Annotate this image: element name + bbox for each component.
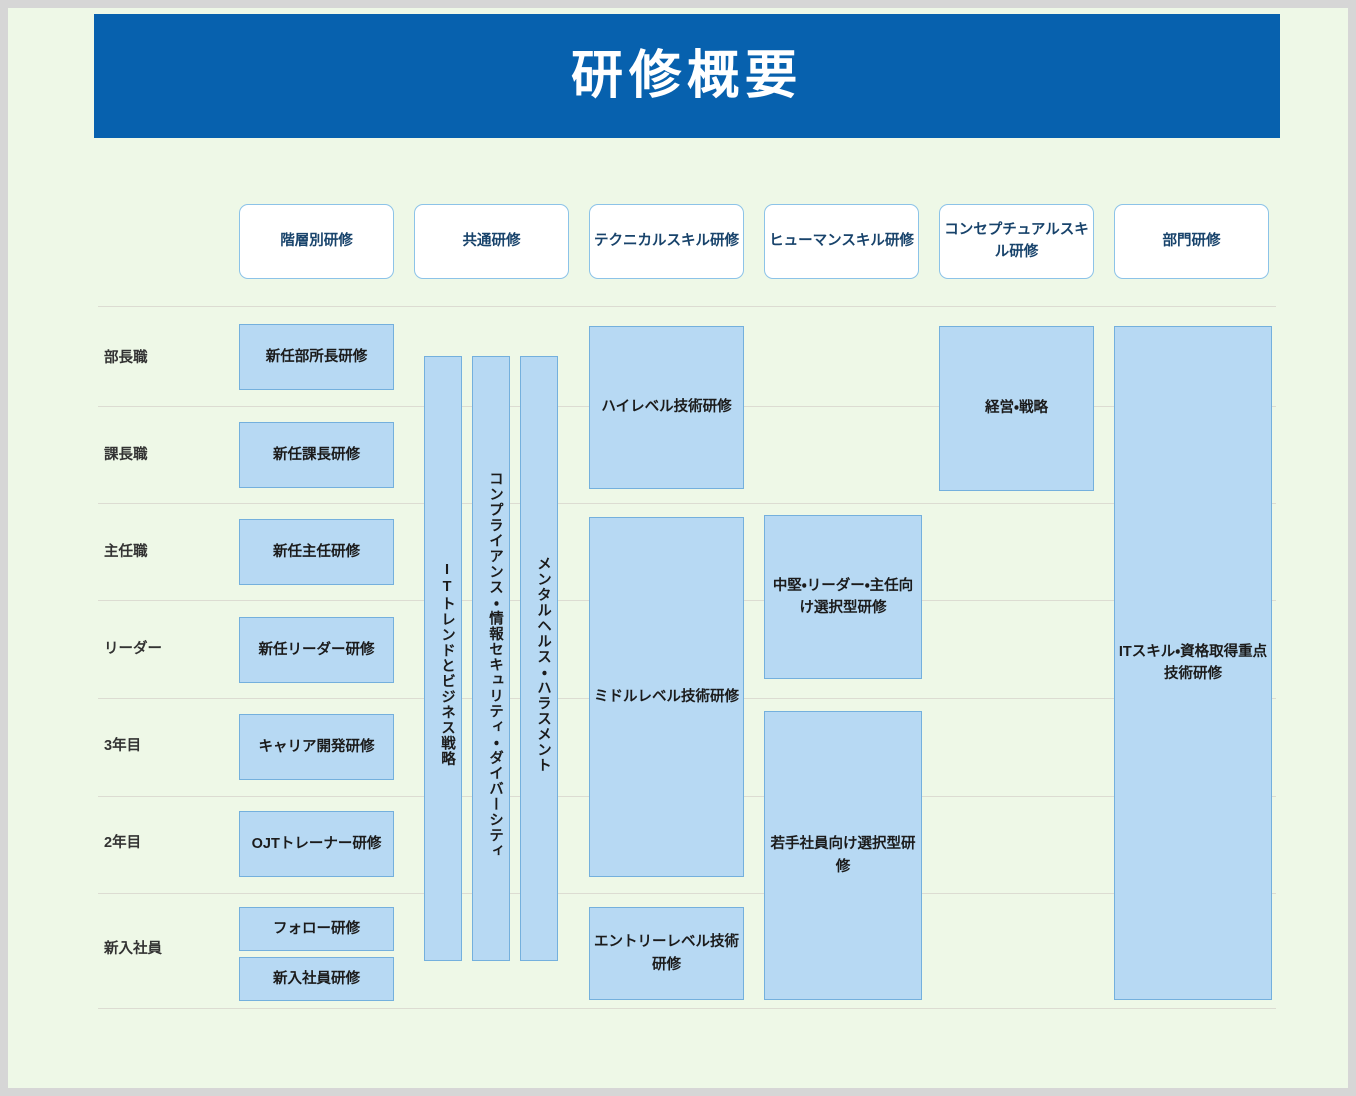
training-box-label: ITスキル・資格取得重点技術研修 (1118, 643, 1268, 682)
training-box-label: 新任主任研修 (273, 543, 360, 560)
training-box-label: 新任部所長研修 (265, 348, 368, 365)
training-box-label: 新入社員研修 (273, 970, 360, 987)
training-box-label: キャリア開発研修 (258, 738, 375, 755)
training-box-it-trend-business-strategy[interactable]: ITトレンドとビジネス戦略 (424, 356, 462, 961)
training-box-label: OJTトレーナー研修 (251, 835, 382, 852)
training-box-label: コンプライアンス・情報セキュリティ・ダイバーシティ (487, 470, 503, 859)
training-box-mental-health-harassment[interactable]: メンタルヘルス・ハラスメント (520, 356, 558, 961)
training-box-label: ハイレベル技術研修 (601, 399, 732, 416)
training-box-it-skill-certification[interactable]: ITスキル・資格取得重点技術研修 (1114, 326, 1272, 1000)
row-label-leader: リーダー (104, 640, 162, 657)
category-chip-label: 共通研修 (462, 232, 521, 249)
category-chip-common[interactable]: 共通研修 (414, 204, 569, 279)
row-label-bucho: 部長職 (104, 349, 148, 366)
training-box-high-level-technical[interactable]: ハイレベル技術研修 (589, 326, 744, 489)
grid-line (98, 306, 1276, 307)
training-box-ojt-trainer[interactable]: OJTトレーナー研修 (239, 811, 394, 877)
grid-line (98, 503, 1276, 504)
training-box-new-employee[interactable]: 新入社員研修 (239, 957, 394, 1001)
training-box-follow[interactable]: フォロー研修 (239, 907, 394, 951)
training-box-shinnin-busho[interactable]: 新任部所長研修 (239, 324, 394, 390)
row-label-newhire: 新入社員 (104, 940, 162, 957)
category-chip-department[interactable]: 部門研修 (1114, 204, 1269, 279)
training-box-label: ITトレンドとビジネス戦略 (439, 562, 455, 767)
category-chip-technical[interactable]: テクニカルスキル研修 (589, 204, 744, 279)
training-box-young-employee-selective[interactable]: 若手社員向け選択型研修 (764, 711, 922, 1000)
training-box-label: メンタルヘルス・ハラスメント (535, 556, 551, 773)
category-chip-label: 階層別研修 (280, 232, 353, 249)
category-chip-label: コンセプチュアルスキル研修 (944, 221, 1089, 260)
category-chip-human[interactable]: ヒューマンスキル研修 (764, 204, 919, 279)
training-box-management-strategy[interactable]: 経営・戦略 (939, 326, 1094, 491)
training-box-middle-level-technical[interactable]: ミドルレベル技術研修 (589, 517, 744, 877)
row-label-year2: 2年目 (104, 834, 142, 851)
training-box-label: 経営・戦略 (985, 400, 1048, 417)
grid-line (98, 893, 1276, 894)
training-box-label: 若手社員向け選択型研修 (770, 836, 916, 875)
category-chip-label: 部門研修 (1162, 232, 1221, 249)
training-box-label: 新任リーダー研修 (258, 641, 375, 658)
training-box-label: ミドルレベル技術研修 (594, 688, 739, 705)
row-label-year3: 3年目 (104, 737, 142, 754)
category-chip-label: テクニカルスキル研修 (594, 232, 739, 249)
grid-line (98, 1008, 1276, 1009)
training-box-shinnin-kacho[interactable]: 新任課長研修 (239, 422, 394, 488)
training-box-shinnin-leader[interactable]: 新任リーダー研修 (239, 617, 394, 683)
training-box-midcareer-leader-selective[interactable]: 中堅・リーダー・主任向け選択型研修 (764, 515, 922, 679)
row-label-kacho: 課長職 (104, 446, 148, 463)
training-box-entry-level-technical[interactable]: エントリーレベル技術研修 (589, 907, 744, 1000)
training-box-compliance-security-diversity[interactable]: コンプライアンス・情報セキュリティ・ダイバーシティ (472, 356, 510, 961)
training-box-career-development[interactable]: キャリア開発研修 (239, 714, 394, 780)
category-chip-label: ヒューマンスキル研修 (769, 232, 914, 249)
category-chip-conceptual[interactable]: コンセプチュアルスキル研修 (939, 204, 1094, 279)
training-box-shinnin-shunin[interactable]: 新任主任研修 (239, 519, 394, 585)
row-label-shunin: 主任職 (104, 543, 148, 560)
training-box-label: フォロー研修 (273, 920, 360, 937)
training-box-label: 中堅・リーダー・主任向け選択型研修 (772, 577, 914, 616)
training-box-label: エントリーレベル技術研修 (594, 934, 739, 973)
training-box-label: 新任課長研修 (273, 446, 360, 463)
category-chip-rank[interactable]: 階層別研修 (239, 204, 394, 279)
page-title: 研修概要 (570, 47, 803, 105)
page-banner: 研修概要 (94, 14, 1280, 138)
